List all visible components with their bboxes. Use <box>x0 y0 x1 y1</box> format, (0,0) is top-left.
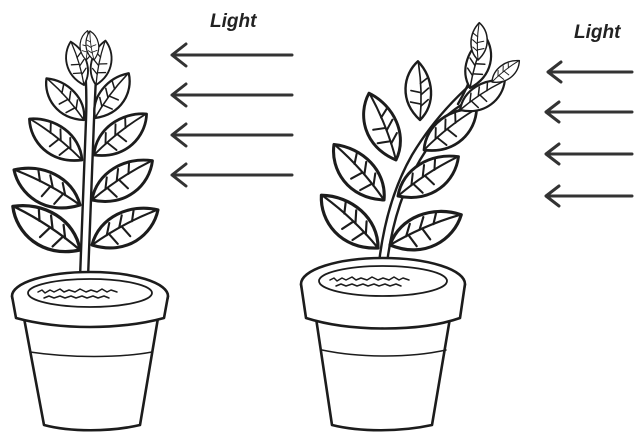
right-light-arrows <box>546 62 632 206</box>
left-pot <box>12 272 168 430</box>
leaf <box>20 113 92 168</box>
leaf <box>84 154 161 208</box>
arrow-left-1 <box>172 44 292 66</box>
leaf <box>487 57 524 85</box>
right-light-label: Light <box>574 22 621 43</box>
left-plant <box>3 30 168 430</box>
left-light-arrows <box>172 44 292 186</box>
arrow-left-4 <box>172 164 292 186</box>
arrow-right-2 <box>546 102 632 122</box>
arrow-left-2 <box>172 84 292 106</box>
leaf <box>3 199 89 260</box>
right-pot <box>301 258 465 430</box>
left-light-label: Light <box>210 11 257 32</box>
right-plant <box>301 22 524 431</box>
arrow-right-3 <box>546 144 632 164</box>
leaf <box>398 60 438 122</box>
right-leaves <box>308 22 525 257</box>
arrow-right-4 <box>546 186 632 206</box>
arrow-right-1 <box>548 62 632 82</box>
arrow-left-3 <box>172 124 292 146</box>
leaf <box>86 203 165 254</box>
